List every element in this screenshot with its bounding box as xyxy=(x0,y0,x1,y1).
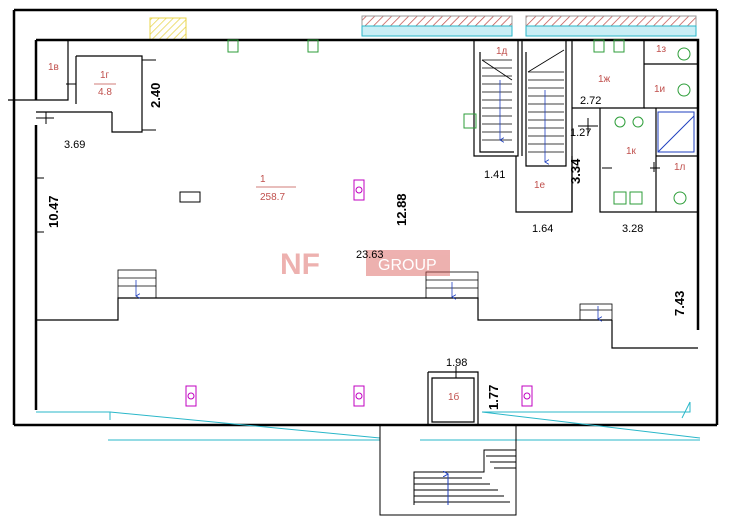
room-1v-label: 1в xyxy=(48,62,59,73)
room-1l-label: 1л xyxy=(674,162,686,173)
fixtures xyxy=(179,39,695,407)
sink-icon xyxy=(614,116,626,128)
socket-icon xyxy=(227,39,239,53)
dim-1-27: 1.27 xyxy=(570,127,591,139)
toilet-icon xyxy=(677,47,691,61)
socket-icon xyxy=(307,39,319,53)
dim-2-40: 2.40 xyxy=(148,83,163,108)
watermark-brand: NF xyxy=(280,248,320,281)
exterior-stairs xyxy=(379,425,517,516)
dim-1-77: 1.77 xyxy=(486,385,501,410)
inner-steps xyxy=(117,269,613,320)
stair-1d xyxy=(481,59,513,140)
room-1d-label: 1д xyxy=(496,46,508,57)
room-1z-label: 1з xyxy=(656,44,667,55)
dim-3-34: 3.34 xyxy=(568,158,583,184)
dim-3-28: 3.28 xyxy=(622,223,643,235)
room-1-label: 1 xyxy=(260,174,266,185)
socket-icon xyxy=(613,39,625,53)
room-labels: 1в 1г 4.8 1д 1е 1ж 1з 1и 1к 1л 1 258.7 1… xyxy=(48,44,686,403)
dim-10-47: 10.47 xyxy=(46,195,61,228)
drain-icon xyxy=(353,385,365,407)
room-1e-label: 1е xyxy=(534,180,546,191)
dimension-ticks xyxy=(8,59,660,378)
stair-1e xyxy=(527,49,565,162)
bottom-facade xyxy=(36,401,701,441)
sink-icon xyxy=(632,116,644,128)
drain-icon xyxy=(185,385,197,407)
toilet-icon xyxy=(677,83,691,97)
outer-walls xyxy=(12,8,719,427)
socket-icon xyxy=(593,39,605,53)
sink-icon xyxy=(629,191,643,205)
dimension-labels: 2.40 3.69 10.47 12.88 23.63 1.41 3.34 1.… xyxy=(46,83,687,410)
watermark-logo: NF GROUP xyxy=(280,248,450,281)
sink-icon xyxy=(613,191,627,205)
shower-icon xyxy=(657,111,695,153)
dim-1-41: 1.41 xyxy=(484,169,505,181)
dim-3-69: 3.69 xyxy=(64,139,85,151)
dim-1-98: 1.98 xyxy=(446,357,467,369)
room-1zh-label: 1ж xyxy=(598,74,611,85)
inner-walls xyxy=(8,40,698,425)
room-1i-label: 1и xyxy=(654,84,665,95)
dim-12-88: 12.88 xyxy=(394,193,409,226)
room-1k-label: 1к xyxy=(626,146,637,157)
toilet-icon xyxy=(673,191,687,205)
dim-23-63: 23.63 xyxy=(356,249,384,261)
column-icon xyxy=(179,191,201,203)
drain-icon xyxy=(521,385,533,407)
facade-openings xyxy=(149,15,697,41)
drain-icon xyxy=(353,179,365,201)
room-1g-label: 1г xyxy=(100,70,110,81)
dim-1-64: 1.64 xyxy=(532,223,553,235)
socket-icon xyxy=(463,113,477,129)
dim-2-72: 2.72 xyxy=(580,95,601,107)
room-1-area: 258.7 xyxy=(260,192,285,203)
room-1g-area: 4.8 xyxy=(98,87,112,98)
dim-7-43: 7.43 xyxy=(672,291,687,316)
watermark-suffix: GROUP xyxy=(378,257,437,274)
room-1b-label: 1б xyxy=(448,391,460,403)
